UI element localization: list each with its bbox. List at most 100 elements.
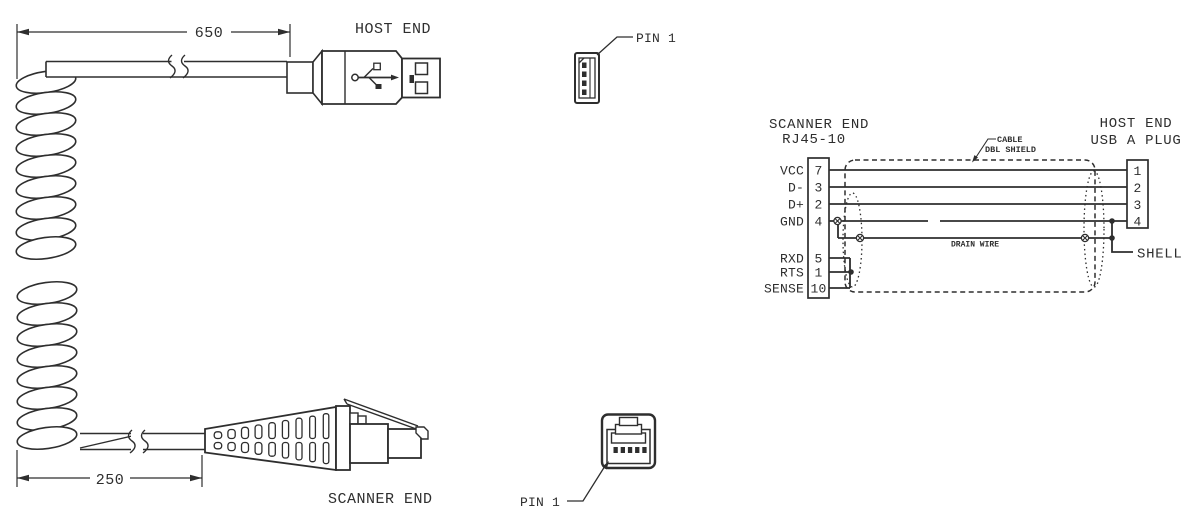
break-squiggle-left [127, 429, 136, 454]
shell-hole-bottom [414, 81, 429, 95]
scanner-end-title: SCANNER END [769, 117, 869, 133]
usb-face-inner [578, 57, 596, 99]
scanner-connector-box [807, 157, 830, 299]
usb-boot [286, 61, 314, 94]
scanner-end-label: SCANNER END [328, 491, 433, 508]
junction-dot [1109, 218, 1115, 224]
rj45-body [349, 423, 389, 464]
dimension-650: 650 [16, 24, 291, 79]
break-squiggle-right [140, 429, 149, 454]
extension-lines [16, 450, 203, 487]
drain-wire [837, 221, 1112, 239]
cable-bottom-view: 250 SCANNER END [16, 280, 433, 508]
host-connector-box [1126, 159, 1149, 229]
latch-blade [343, 398, 420, 431]
scanner-pin-number: 10 [810, 282, 826, 297]
dimension-250-value: 250 [96, 472, 125, 489]
scanner-pin-number: 3 [814, 181, 822, 196]
cable-top-view: 650 [15, 21, 441, 261]
cable-shield-label-line1: CABLE [997, 135, 1023, 145]
break-squiggle-left [167, 54, 176, 79]
cable-break-gap [131, 431, 143, 451]
host-pin-numbers: 1 2 3 4 [1133, 164, 1141, 230]
crossed-circle-symbol [855, 233, 865, 243]
shell-notch [409, 75, 414, 83]
scanner-pin-number: 5 [814, 252, 822, 267]
usb-face-pins [582, 62, 587, 95]
host-pin-number: 1 [1133, 164, 1141, 179]
arrowhead-left [17, 28, 29, 36]
scanner-pin-label: RTS [780, 266, 804, 281]
dimension-650-value: 650 [195, 25, 224, 42]
shield-termination-symbols [833, 216, 1115, 275]
arrowhead-right [278, 28, 290, 36]
shell-label: SHELL [1137, 247, 1183, 263]
scanner-pin-number: 1 [814, 266, 822, 281]
usb-trident-icon [351, 62, 399, 89]
host-connector-type: USB A PLUG [1090, 133, 1181, 149]
usb-a-face-view: PIN 1 [574, 31, 676, 104]
dimension-250: 250 [16, 450, 203, 489]
dim-text-gap [90, 471, 130, 485]
scanner-pin-label: SENSE [764, 282, 804, 297]
shield-cross-section-right [1083, 170, 1105, 288]
host-end-title: HOST END [1100, 116, 1173, 132]
scanner-connector-type: RJ45-10 [782, 132, 846, 148]
strain-relief-boot [204, 405, 337, 472]
scanner-pin-number: 4 [814, 215, 822, 230]
rj45-latch-slot [610, 416, 647, 444]
host-pin-number: 3 [1133, 198, 1141, 213]
pin1-leader-bottom [567, 465, 606, 502]
scanner-pin-number: 2 [814, 198, 822, 213]
pin1-leader-arrowhead [602, 461, 609, 470]
latch-hook [415, 426, 429, 440]
cable-segment-top [45, 54, 287, 79]
junction-dot [848, 269, 854, 275]
rj45-tip [387, 428, 422, 459]
crossed-circle-symbol [1080, 233, 1090, 243]
dim-text-gap [187, 25, 231, 39]
scanner-pin-label: D- [788, 181, 804, 196]
pin1-leader-top [596, 36, 633, 56]
usb-a-plug-side-view [286, 48, 441, 107]
host-pin-number: 4 [1133, 215, 1141, 230]
shell-hole-top [414, 62, 429, 76]
scanner-pin-label: D+ [788, 198, 804, 213]
cable-segment-bottom [79, 429, 205, 454]
host-end-label: HOST END [355, 21, 431, 38]
cable-shield-label-line2: DBL SHIELD [985, 145, 1036, 155]
rj45-face-view: PIN 1 [520, 413, 657, 510]
junction-dot [1109, 235, 1115, 241]
rj45-plug-side-view [335, 398, 429, 471]
corner-tick [578, 57, 585, 64]
cable-shield-outline [844, 159, 1096, 293]
pin1-label-bottom: PIN 1 [520, 495, 560, 510]
scanner-pin-number: 7 [814, 164, 822, 179]
extension-lines [16, 24, 291, 79]
host-pin-number: 2 [1133, 181, 1141, 196]
pin1-label-top: PIN 1 [636, 31, 676, 46]
usb-boot-transition [312, 48, 323, 107]
crossed-circle-symbol [833, 216, 842, 226]
scanner-pin-labels: VCC D- D+ GND RXD RTS SENSE [764, 164, 804, 297]
drain-wire-label: DRAIN WIRE [951, 241, 999, 250]
scanner-pin-label: RXD [780, 252, 804, 267]
scanner-pin-label: GND [780, 215, 804, 230]
shield-leader [973, 138, 996, 162]
boot-holes [213, 413, 330, 465]
arrowhead-right [190, 474, 202, 482]
scanner-pin-label: VCC [780, 164, 804, 179]
rj45-contact-pins [613, 447, 647, 453]
latch-step-1 [349, 412, 359, 425]
coiled-cord-bottom [16, 280, 78, 451]
latch-step-2 [357, 415, 367, 425]
shield-leader-arrowhead [972, 155, 978, 163]
coil-exit-wedge [79, 435, 133, 449]
boot-flange [335, 405, 351, 471]
rxd-rts-sense-bracket [829, 257, 851, 289]
wiring-diagram: SCANNER END RJ45-10 HOST END USB A PLUG … [764, 116, 1183, 299]
scanner-pin-numbers: 7 3 2 4 5 1 10 [810, 164, 826, 297]
arrowhead-left [17, 474, 29, 482]
